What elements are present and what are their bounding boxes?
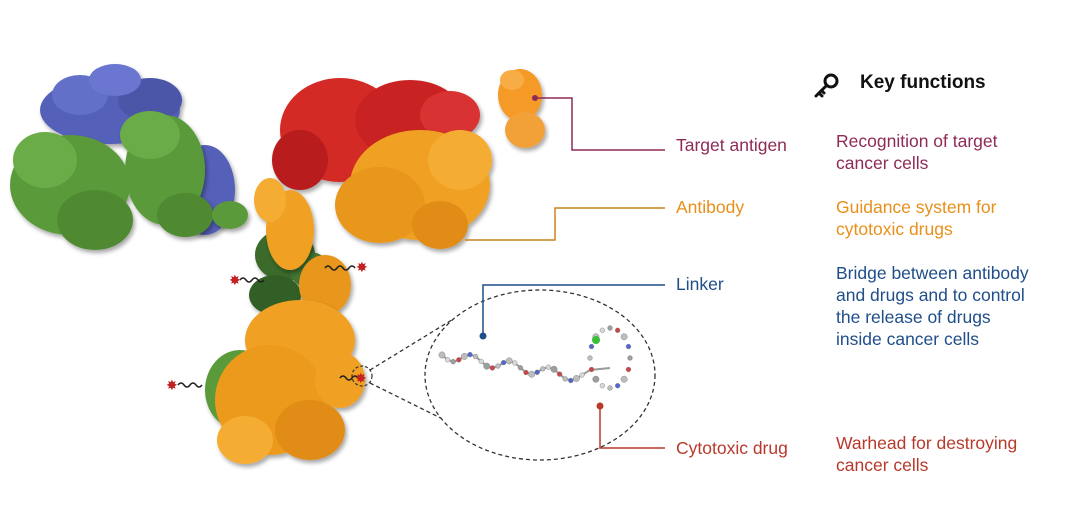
molecule-atom [579,372,585,378]
molecule-atom [501,360,507,366]
function-cytotoxic-drug: Warhead for destroying cancer cells [836,432,1017,476]
zoom-ellipse [424,289,656,461]
molecule-atom [517,365,524,371]
label-antibody: Antibody [676,197,745,217]
molecule-atom [550,365,558,373]
molecule-atom [627,355,633,361]
function-line: cancer cells [836,455,929,475]
function-line: and drugs and to control [836,285,1025,305]
molecule-atom [615,383,621,389]
zoom-callout [369,289,656,461]
label-target-antigen: Target antigen [676,135,787,155]
molecule-atom [599,383,605,389]
zoom-source-marker [351,365,373,387]
molecule-atom [620,333,628,341]
molecule-atom [545,364,552,370]
molecule-atom [625,366,632,373]
molecule-atom [592,375,600,383]
molecule-atom [483,362,491,370]
molecule-atom [587,355,593,361]
molecule-atom [460,352,468,360]
antibody-stalk [254,178,351,315]
payload-star: ✸ [166,378,178,394]
molecule-atom [607,385,613,391]
leader-target-antigen [535,97,665,151]
molecule-atom [495,363,501,369]
molecule-atom [540,366,546,372]
molecule-atom [456,357,462,363]
molecule-atom [450,359,456,365]
function-target-antigen: Recognition of target cancer cells [836,130,998,174]
function-line: cancer cells [836,153,929,173]
function-line: Warhead for destroying [836,433,1018,453]
molecule-atom [478,358,484,364]
fab-left-light-chain [10,111,248,250]
molecule-atom [473,353,479,360]
molecule-atom [505,357,513,365]
molecule-atom [489,365,496,371]
payload-star: ✸ [229,273,241,289]
fc-region [205,300,365,464]
molecule-atom [588,343,595,350]
molecule-atom [467,352,473,358]
conjugated-payloads: ✸ ✸ ✸ ✸ [166,260,373,394]
function-line: the release of drugs [836,307,991,327]
linker-squiggle-left-bottom [177,382,203,388]
function-line: Bridge between antibody [836,263,1029,283]
fab-right-orange-domain [335,130,492,249]
label-cytotoxic-drug: Cytotoxic drug [676,438,788,458]
molecule-atom [620,375,628,383]
molecule-atom [562,376,568,382]
function-linker: Bridge between antibody and drugs and to… [836,262,1029,350]
molecule-atom [573,375,580,382]
target-antigen-molecule [498,69,545,148]
molecule-atom [588,366,595,373]
molecule-atom [534,369,540,375]
function-line: Guidance system for [836,197,997,217]
molecule-atom [512,360,518,366]
molecule-atom [599,327,605,333]
molecule-atom [568,377,574,384]
linker-drug-molecule [438,325,633,391]
molecule-atom [445,357,451,363]
molecule-atom [438,351,446,359]
key-functions-title: Key functions [860,72,986,93]
molecule-atom [523,369,529,376]
label-linker: Linker [676,274,724,294]
linker-squiggle-left-top [239,277,265,283]
payload-star: ✸ [356,260,368,276]
leader-lines [465,95,665,449]
function-line: cytotoxic drugs [836,219,953,239]
molecule-atom [607,325,613,331]
molecule-atom [556,371,563,377]
leader-linker [482,284,665,336]
linker-squiggle-right-bottom [339,375,359,381]
payload-star: ✸ [355,371,367,387]
molecule-atom [592,336,600,344]
linker-squiggle-right-top [324,265,356,271]
leader-antibody [465,207,665,241]
leader-cytotoxic-drug [599,406,665,449]
molecule-atom [615,327,621,333]
key-icon [814,73,839,98]
function-line: Recognition of target [836,131,998,151]
function-line: inside cancer cells [836,329,979,349]
function-antibody: Guidance system for cytotoxic drugs [836,196,996,240]
molecule-atom [528,370,535,378]
molecule-atom [625,343,632,350]
